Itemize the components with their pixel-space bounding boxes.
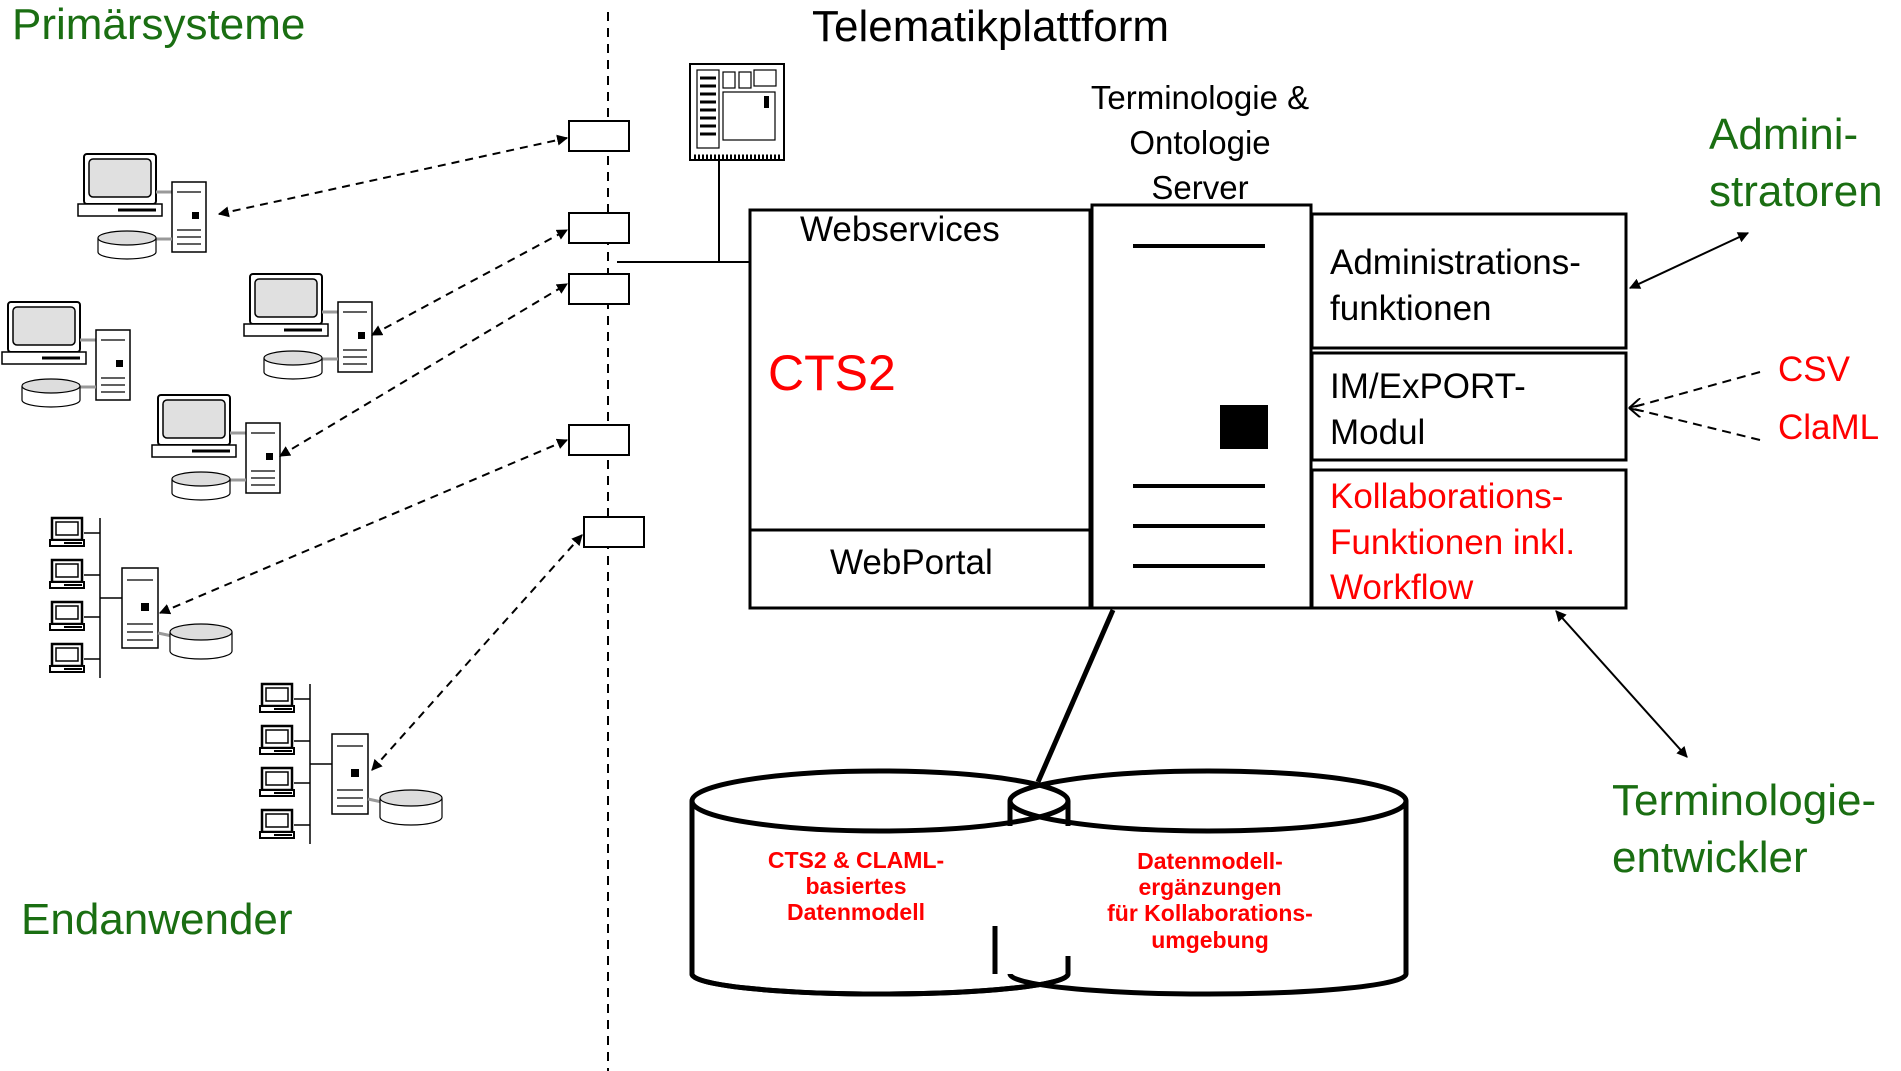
rack-server-icon — [689, 63, 785, 161]
database-right-line: für Kollaborations- — [1107, 900, 1313, 927]
workstation-icon — [150, 393, 282, 502]
administratoren-line: Admini- — [1709, 110, 1859, 159]
cts2-label: CTS2 — [768, 345, 896, 401]
connection-ports — [568, 120, 645, 548]
dashed-arrow — [279, 283, 568, 457]
collaboration-label: Kollaborations- Funktionen inkl. Workflo… — [1330, 474, 1575, 611]
claml-label: ClaML — [1778, 408, 1880, 447]
network-cluster-icon — [260, 684, 442, 844]
port-box — [568, 120, 630, 152]
admin-functions-line: Administrations- — [1330, 243, 1581, 282]
server-tower-box — [1090, 203, 1313, 610]
collaboration-line: Kollaborations- — [1330, 477, 1564, 516]
database-left-label: CTS2 & CLAML- basiertes Datenmodell — [740, 847, 972, 926]
webportal-label: WebPortal — [830, 543, 993, 582]
collaboration-line: Funktionen inkl. — [1330, 522, 1576, 562]
database-right-line: Datenmodell- — [1137, 848, 1283, 874]
port-box — [583, 516, 645, 548]
import-export-label: IM/ExPORT- Modul — [1330, 364, 1526, 455]
database-right-label: Datenmodell- ergänzungen für Kollaborati… — [1060, 848, 1360, 953]
endanwender-label: Endanwender — [21, 895, 293, 944]
network-cluster-icon — [50, 518, 232, 678]
import-export-line: Modul — [1330, 412, 1426, 452]
admin-functions-line: funktionen — [1330, 288, 1492, 328]
database-left-bottom — [689, 973, 1071, 997]
workstation-icon — [242, 272, 374, 381]
terminologieentwickler-line: Terminologie- — [1612, 776, 1877, 825]
dashed-arrow — [371, 229, 568, 336]
administratoren-line: stratoren — [1709, 167, 1883, 217]
webservices-label: Webservices — [800, 210, 1000, 249]
workstation-icon — [76, 152, 208, 261]
csv-arrow — [1630, 371, 1761, 408]
database-right-line: umgebung — [1151, 926, 1269, 953]
server-title-line: Terminologie & — [1090, 79, 1310, 116]
import-arrows — [1630, 371, 1761, 441]
admin-functions-label: Administrations- funktionen — [1330, 240, 1581, 331]
collaboration-line: Workflow — [1330, 568, 1474, 607]
claml-arrow — [1630, 408, 1761, 441]
terminologieentwickler-label: Terminologie- entwickler — [1612, 772, 1876, 886]
server-title-line: Server — [1151, 168, 1249, 206]
dashed-arrow — [371, 534, 583, 771]
platform-box — [748, 208, 1092, 610]
port-box — [568, 212, 630, 244]
csv-label: CSV — [1778, 350, 1850, 389]
database-right-line: ergänzungen — [1138, 874, 1282, 901]
admin-arrow — [1629, 232, 1749, 289]
import-export-line: IM/ExPORT- — [1330, 367, 1526, 406]
telematikplattform-label: Telematikplattform — [812, 2, 1170, 51]
administratoren-label: Admini- stratoren — [1709, 106, 1883, 220]
database-left-line: CTS2 & CLAML- — [767, 847, 945, 873]
database-left-line: Datenmodell — [786, 899, 926, 926]
collaboration-box — [1310, 468, 1628, 610]
port-box — [568, 273, 630, 305]
primaersysteme-label: Primärsysteme — [12, 0, 306, 49]
server-indicator-icon — [1220, 405, 1268, 449]
import-export-box — [1310, 351, 1628, 462]
dashed-arrow — [217, 134, 569, 218]
workstation-icon — [0, 300, 132, 409]
terminologieentwickler-line: entwickler — [1612, 833, 1808, 883]
developer-arrow — [1555, 610, 1688, 758]
server-title-line: Ontologie — [1129, 123, 1271, 161]
admin-functions-box — [1310, 212, 1628, 350]
dashed-arrow — [158, 438, 569, 615]
server-title-label: Terminologie & Ontologie Server — [1070, 76, 1330, 211]
db-link-line — [1035, 609, 1116, 783]
port-box — [568, 424, 630, 456]
client-connection-arrows — [158, 134, 583, 771]
server-tower-details — [1133, 244, 1265, 568]
database-left-line: basiertes — [805, 873, 907, 900]
